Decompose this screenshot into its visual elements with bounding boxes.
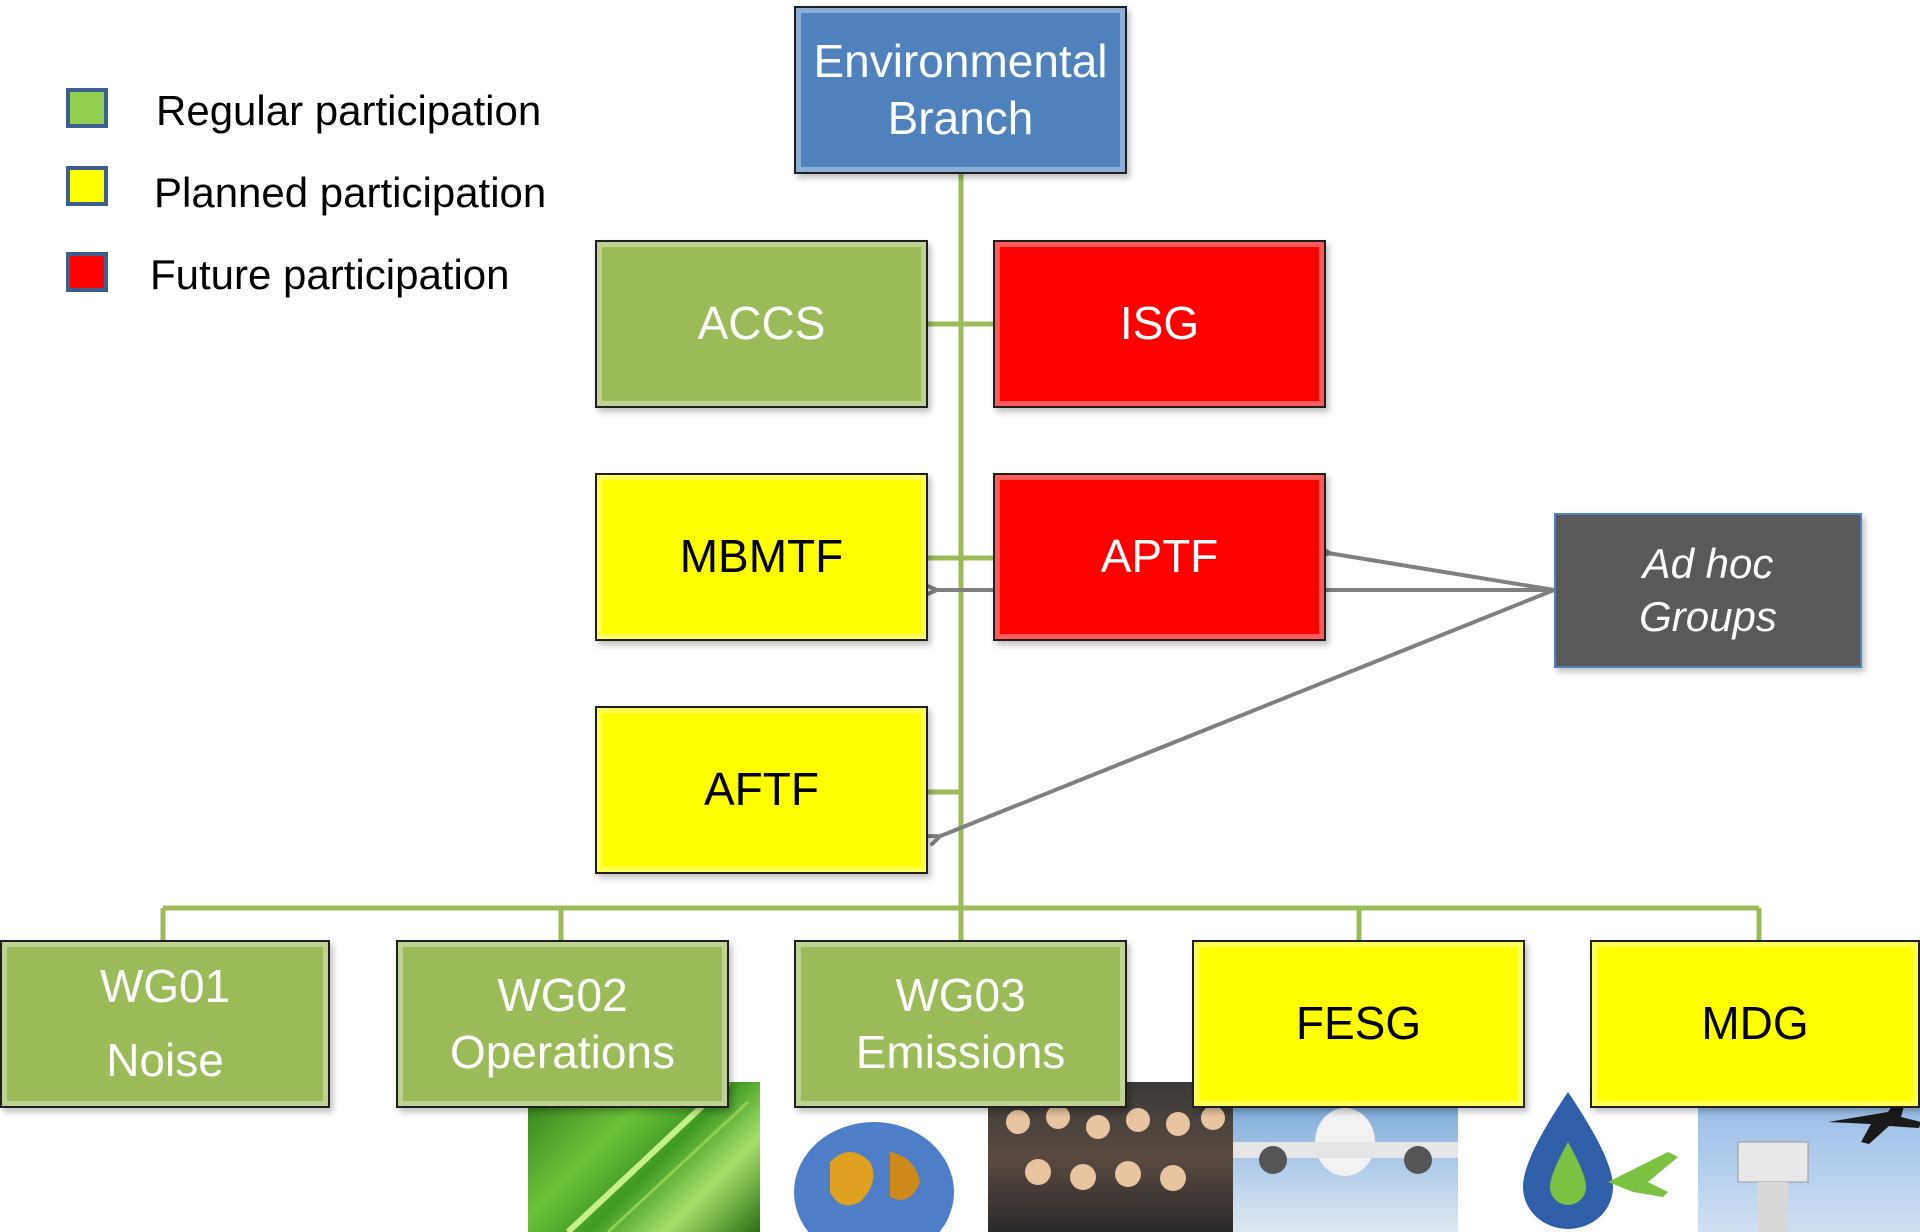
arrow-to-aptf [1328, 553, 1555, 592]
node-mdg-label: MDG [1701, 997, 1809, 1050]
drop-plane-graphic [1523, 1092, 1678, 1229]
node-fesg-label: FESG [1295, 997, 1422, 1050]
node-wg01-line1: WG01 [99, 960, 231, 1013]
node-isg[interactable]: ISG [993, 240, 1326, 408]
node-wg02[interactable]: WG02 Operations [396, 940, 729, 1108]
people-graphic [1006, 1105, 1225, 1191]
node-aftf-label: AFTF [704, 763, 819, 816]
legend-label-regular: Regular participation [156, 87, 542, 134]
node-aptf-label: APTF [1100, 530, 1219, 583]
node-root-line1: Environmental [813, 34, 1108, 87]
tower-plane-graphic [1737, 1097, 1920, 1232]
node-wg02-line2: Operations [449, 1026, 675, 1078]
node-mbmtf[interactable]: MBMTF [595, 473, 928, 641]
node-wg01-line2: Noise [106, 1034, 224, 1086]
node-environmental-branch[interactable]: Environmental Branch [794, 6, 1127, 174]
airplane-graphic [1233, 1108, 1458, 1176]
node-wg03-line2: Emissions [855, 1026, 1066, 1078]
node-root-line2: Branch [887, 92, 1034, 144]
node-isg-label: ISG [1119, 297, 1200, 350]
node-wg01[interactable]: WG01 Noise [0, 940, 330, 1108]
node-ad-hoc-groups[interactable]: Ad hoc Groups [1554, 513, 1862, 668]
legend-swatch-regular [66, 88, 108, 128]
tree-connectors [160, 172, 1762, 941]
arrow-to-aftf [938, 588, 1555, 837]
legend-label-future: Future participation [150, 251, 510, 298]
node-wg03[interactable]: WG03 Emissions [794, 940, 1127, 1108]
node-aptf[interactable]: APTF [993, 473, 1326, 641]
globe-hands-graphic [794, 1122, 954, 1232]
node-adhoc-line2: Groups [1639, 592, 1777, 640]
node-mbmtf-label: MBMTF [679, 530, 844, 583]
node-wg02-line1: WG02 [497, 968, 628, 1021]
legend-swatch-future [66, 252, 108, 292]
node-mdg[interactable]: MDG [1590, 940, 1920, 1108]
legend-swatch-planned [66, 166, 108, 206]
node-accs[interactable]: ACCS [595, 240, 928, 408]
node-accs-label: ACCS [697, 297, 826, 350]
node-wg03-line1: WG03 [895, 968, 1026, 1021]
node-fesg[interactable]: FESG [1192, 940, 1525, 1108]
legend-label-planned: Planned participation [154, 169, 547, 216]
node-adhoc-line1: Ad hoc [1642, 540, 1774, 587]
node-aftf[interactable]: AFTF [595, 706, 928, 874]
